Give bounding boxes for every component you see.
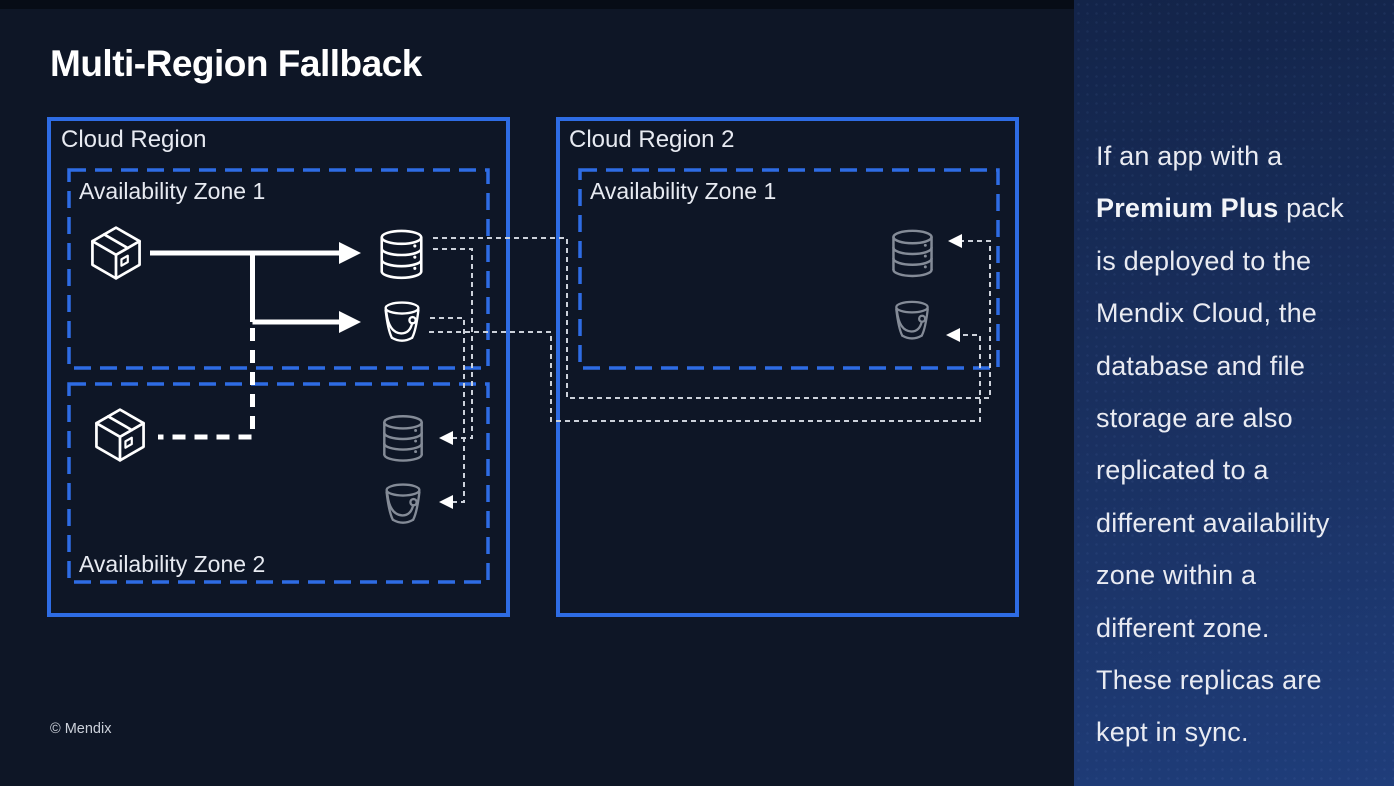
sidebar-text-line: If an app with a xyxy=(1096,141,1283,171)
sidebar-text-line: different availability xyxy=(1096,507,1330,538)
sidebar-text-line: kept in sync. xyxy=(1096,717,1249,748)
sidebar-text-line: different zone. xyxy=(1096,612,1270,643)
deploy-branch-to-bucket xyxy=(250,253,361,333)
bucket-replica-region2-icon xyxy=(895,300,929,340)
top-strip xyxy=(0,0,1074,9)
app-package-icon xyxy=(90,226,142,280)
region1-zone1-label: Availability Zone 1 xyxy=(79,178,266,204)
premium-plus-bold-text: Premium Plus xyxy=(1096,193,1279,224)
description-sidebar: If an app with a Premium Plus pack is de… xyxy=(1074,0,1394,786)
region1-availability-zone1-box xyxy=(67,168,490,370)
sidebar-text-line: Premium Plus pack xyxy=(1096,193,1345,224)
copyright-note: © Mendix xyxy=(50,721,112,737)
region1-label: Cloud Region xyxy=(61,126,207,153)
region1-zone2-label: Availability Zone 2 xyxy=(79,551,266,577)
sidebar-text-line: storage are also xyxy=(1096,403,1293,434)
page-title: Multi-Region Fallback xyxy=(50,43,422,84)
sidebar-text-line: Mendix Cloud, the xyxy=(1096,298,1318,329)
bucket-to-region2-bucket-connector xyxy=(429,328,981,422)
database-icon xyxy=(380,229,423,280)
architecture-diagram: Cloud Region Availability Zone 1 Availab… xyxy=(47,117,1019,617)
region1-availability-zone2-box xyxy=(67,382,490,584)
bucket-replica-az2-icon xyxy=(385,483,421,524)
db-to-region2-db-connector xyxy=(433,234,991,399)
sidebar-text-line: These replicas are xyxy=(1096,665,1322,696)
database-replica-az2-icon xyxy=(383,414,423,462)
sidebar-text-line: replicated to a xyxy=(1096,455,1269,486)
region2-availability-zone1-box xyxy=(578,168,1000,370)
db-to-az2-db-connector xyxy=(433,248,473,445)
file-storage-bucket-icon xyxy=(384,301,420,342)
sidebar-text-line: is deployed to the xyxy=(1096,245,1312,276)
cloud-region-1-box xyxy=(47,117,510,617)
sidebar-text-line: database and file xyxy=(1096,350,1306,381)
region2-label: Cloud Region 2 xyxy=(569,126,735,153)
cloud-region-2-box xyxy=(556,117,1019,617)
app-package-fallback-icon xyxy=(94,408,146,462)
deploy-arrow-to-database xyxy=(150,242,361,264)
database-replica-region2-icon xyxy=(892,229,933,278)
region2-zone1-label: Availability Zone 1 xyxy=(590,178,777,204)
sidebar-text-line: zone within a xyxy=(1096,560,1257,591)
diagram-canvas xyxy=(47,117,1019,617)
bucket-to-az2-bucket-connector xyxy=(430,317,465,509)
